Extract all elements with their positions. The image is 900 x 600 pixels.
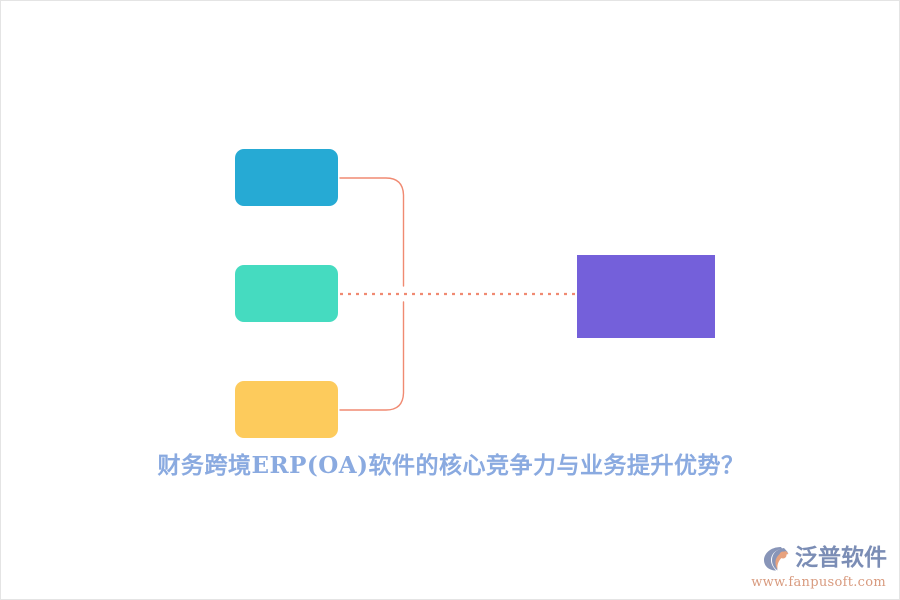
yellow-node[interactable] <box>235 381 338 438</box>
brand-url: www.fanpusoft.com <box>751 575 886 590</box>
brace-connector <box>339 177 405 411</box>
brace-arm-bottom <box>339 301 405 411</box>
caption-title: 财务跨境ERP(OA)软件的核心竞争力与业务提升优势？ <box>157 452 745 479</box>
brand-row: 泛普软件 <box>761 543 887 573</box>
brace-arm-top <box>339 177 405 287</box>
fanpu-swoosh-logo-icon <box>764 547 789 571</box>
green-node[interactable] <box>235 265 338 322</box>
brand-watermark: 泛普软件 www.fanpusoft.com <box>751 543 887 589</box>
purple-node[interactable] <box>577 255 715 338</box>
brand-wordmark: 泛普软件 <box>795 544 887 571</box>
blue-node[interactable] <box>235 149 338 206</box>
